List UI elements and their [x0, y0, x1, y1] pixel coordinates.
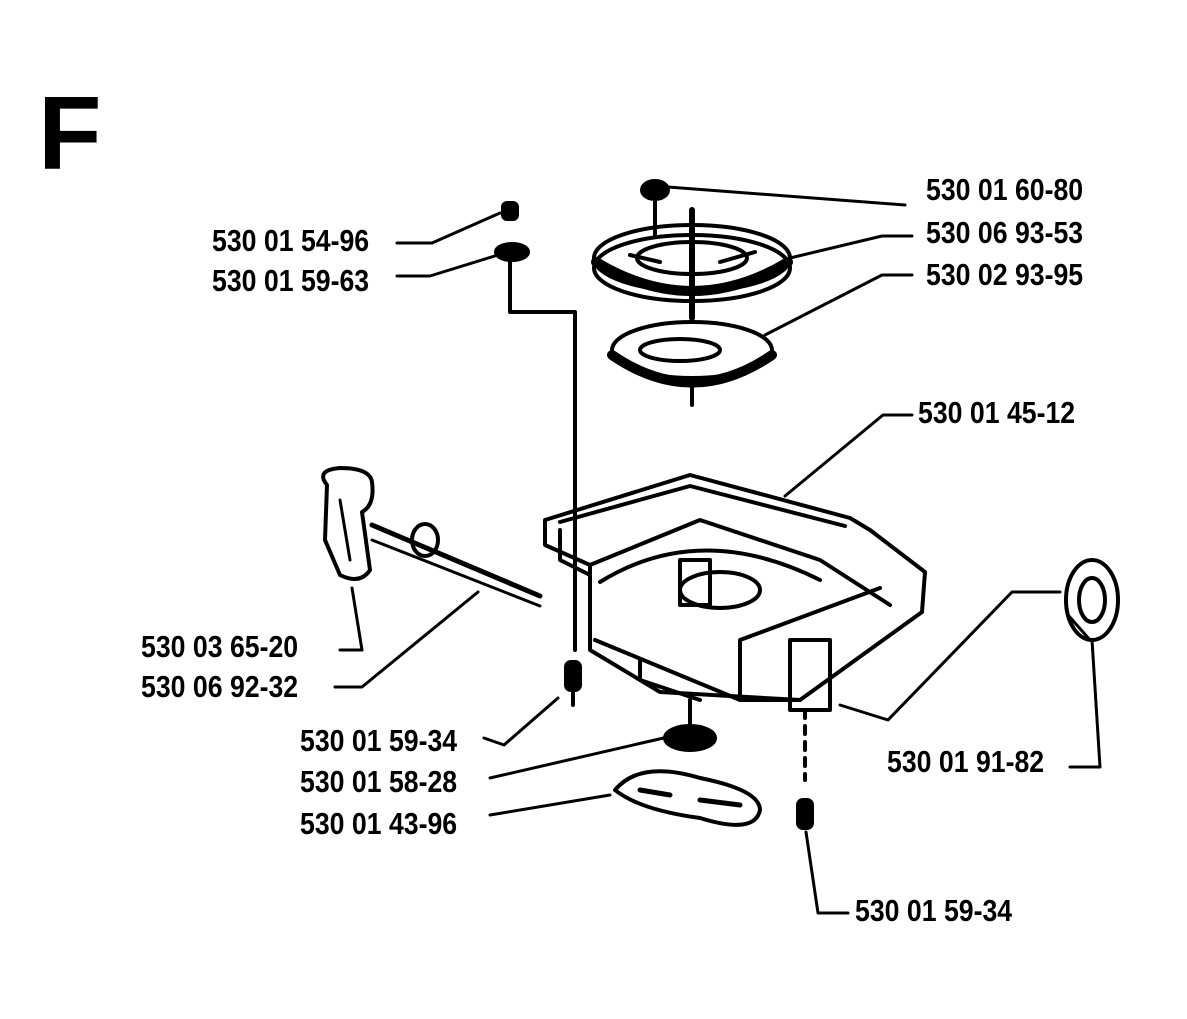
leader-p12-a — [838, 590, 1062, 722]
part-number-label: 530 01 45-12 — [918, 395, 1076, 430]
leader-p3 — [763, 273, 914, 337]
starter-housing-part — [543, 473, 927, 712]
part-number-label: 530 01 59-34 — [855, 893, 1013, 928]
leader-p9 — [482, 696, 560, 747]
pawl-part — [613, 769, 762, 827]
leader-p1 — [653, 184, 907, 207]
part-number-label: 530 01 54-96 — [212, 223, 370, 258]
part-number-label: 530 03 65-20 — [141, 629, 299, 664]
part-number-label: 530 01 43-96 — [300, 806, 458, 841]
leader-p11 — [488, 793, 612, 817]
leader-p12-b — [1068, 638, 1102, 769]
leader-p2 — [788, 234, 914, 260]
starter-rope-part — [369, 522, 543, 608]
screw-washer-top-left — [494, 201, 530, 262]
leader-p8 — [333, 590, 480, 689]
part-number-label: 530 02 93-95 — [926, 257, 1084, 292]
washer-part — [663, 698, 717, 752]
leader-p5 — [395, 253, 500, 278]
bushing-part — [1064, 558, 1120, 642]
screw-bottom-left — [564, 660, 582, 707]
part-number-label: 530 01 60-80 — [926, 172, 1084, 207]
section-letter: F — [38, 76, 102, 192]
leader-p13 — [804, 830, 850, 915]
part-number-label: 530 01 59-63 — [212, 263, 370, 298]
leader-p4 — [395, 211, 502, 245]
leader-p7 — [338, 586, 364, 652]
part-number-label: 530 01 91-82 — [887, 744, 1045, 779]
part-number-label: 530 01 59-34 — [300, 723, 458, 758]
leader-p10 — [488, 735, 670, 780]
guide-wire — [508, 260, 577, 652]
part-number-label: 530 06 92-32 — [141, 669, 299, 704]
leader-p6 — [783, 413, 914, 498]
rope-pulley-part — [591, 207, 793, 321]
part-number-label: 530 01 58-28 — [300, 764, 458, 799]
screw-bottom-right — [796, 708, 814, 830]
recoil-spring-part — [607, 320, 777, 407]
starter-handle-part — [321, 466, 375, 581]
part-number-label: 530 06 93-53 — [926, 215, 1084, 250]
leader-lines — [333, 184, 1102, 915]
